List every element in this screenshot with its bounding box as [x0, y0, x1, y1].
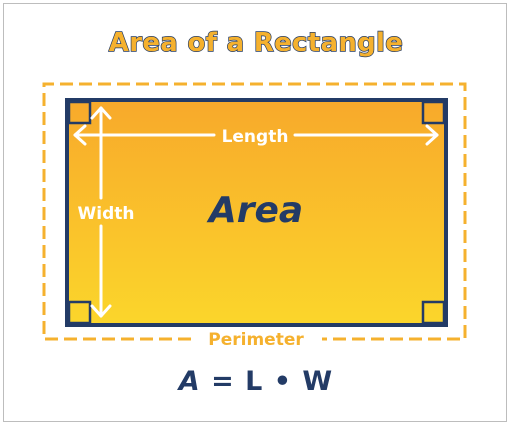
corner-marker-bottom-left: [67, 300, 92, 325]
area-formula: A = L • W: [0, 366, 512, 397]
formula-area-symbol: A: [178, 366, 201, 397]
perimeter-outline: [42, 82, 467, 341]
length-arrow: [73, 124, 439, 146]
corner-marker-top-right: [421, 100, 446, 125]
width-label: Width: [78, 204, 135, 224]
corner-marker-bottom-right: [421, 300, 446, 325]
formula-expression: = L • W: [211, 366, 334, 397]
area-label: Area: [206, 190, 303, 231]
diagram-title: Area of a Rectangle: [108, 27, 404, 58]
width-arrow: [90, 106, 112, 318]
length-label: Length: [222, 127, 289, 147]
rectangle-shape: [65, 98, 448, 327]
corner-marker-top-left: [67, 100, 92, 125]
perimeter-label: Perimeter: [208, 330, 304, 350]
